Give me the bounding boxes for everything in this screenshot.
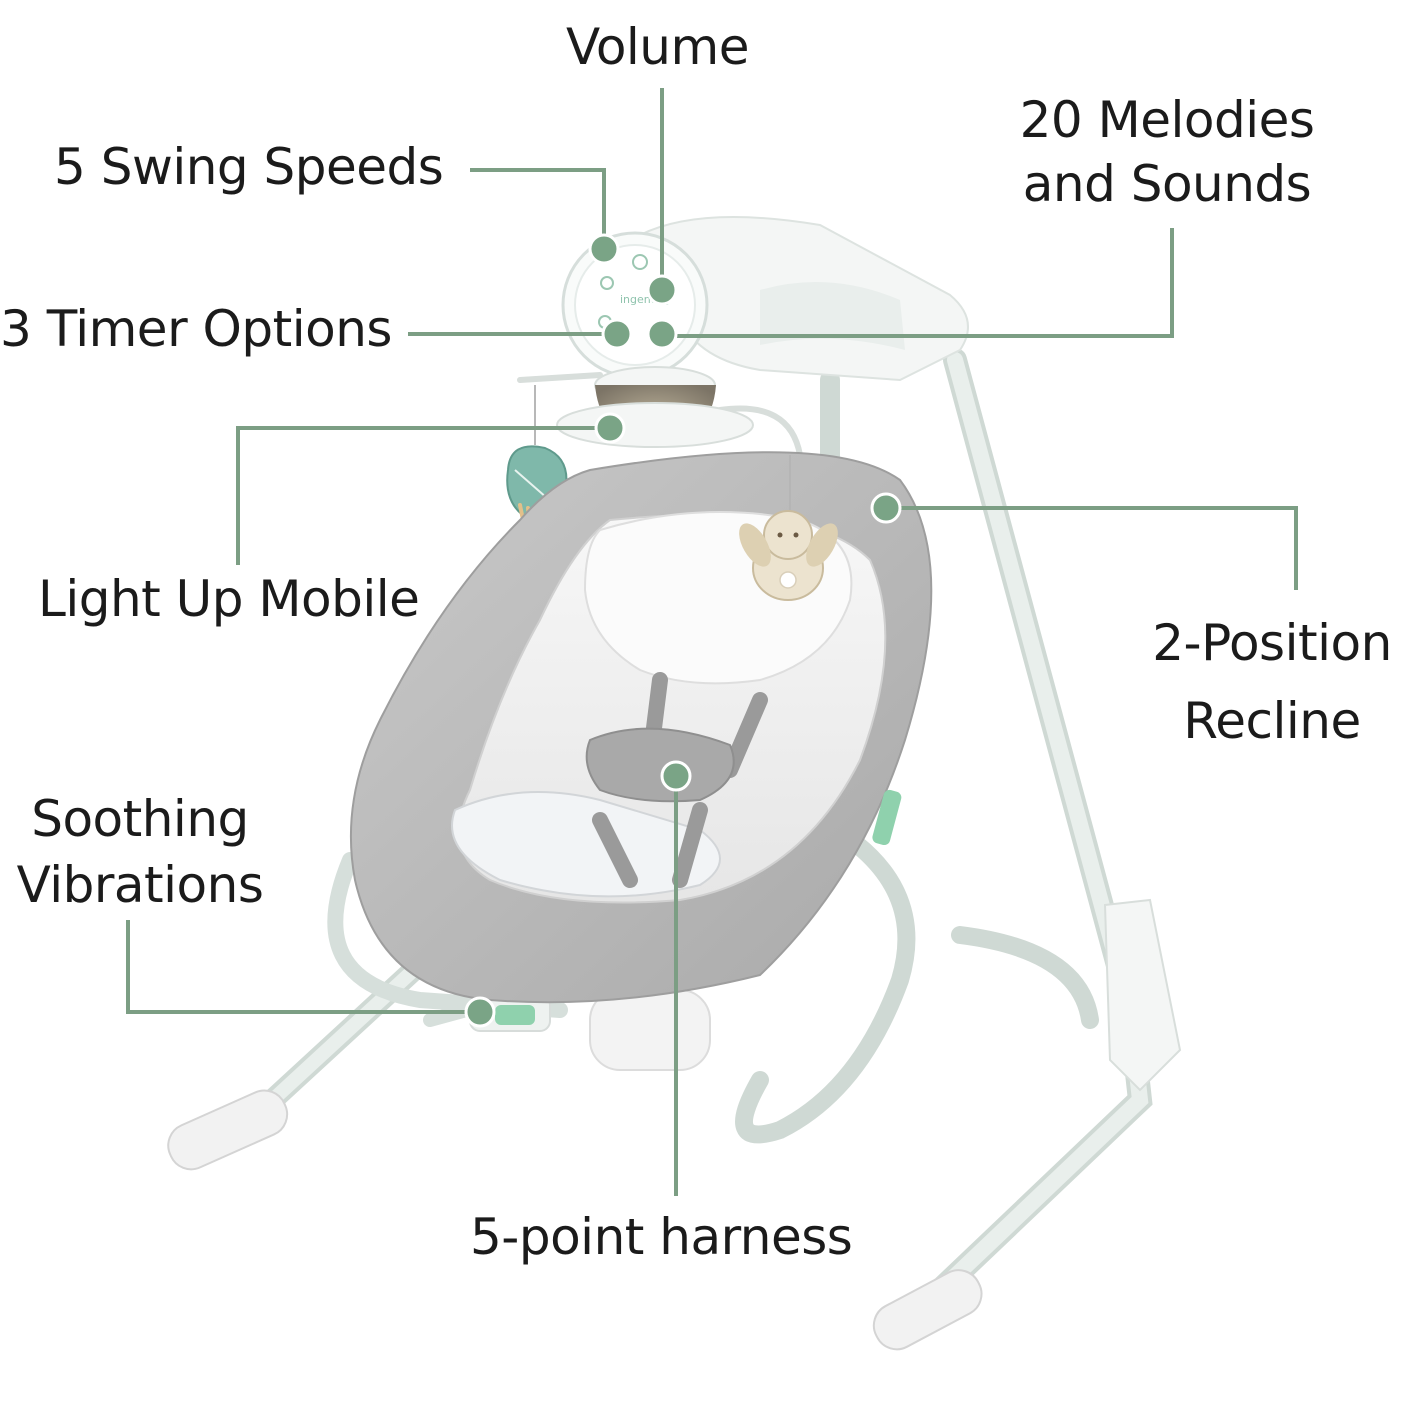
seat <box>349 451 933 1004</box>
leader-vibrations <box>126 920 480 1014</box>
callout-recline: 2-Position Recline <box>1142 604 1402 760</box>
leader-lines <box>126 88 1298 1196</box>
callout-swing-speeds: 5 Swing Speeds <box>54 138 444 196</box>
callout-harness: 5-point harness <box>470 1208 853 1266</box>
callout-volume-text: Volume <box>566 18 749 76</box>
leader-light-up-mobile <box>236 426 610 565</box>
callout-harness-text: 5-point harness <box>470 1208 853 1266</box>
leader-melodies <box>662 228 1174 338</box>
callout-vibrations-line1: Soothing <box>31 790 249 848</box>
dot-timer-options <box>601 318 633 350</box>
leader-recline <box>886 506 1298 590</box>
callout-vibrations: Soothing Vibrations <box>8 786 272 918</box>
callout-melodies-line2: and Sounds <box>1022 155 1312 213</box>
callout-recline-line2: Recline <box>1183 692 1361 750</box>
callout-melodies-line1: 20 Melodies <box>1019 91 1315 149</box>
callout-timer-options-text: 3 Timer Options <box>0 300 392 358</box>
callout-light-up-mobile: Light Up Mobile <box>38 570 420 628</box>
bunny-toy-icon <box>739 455 838 601</box>
swing-feet <box>167 898 1182 1351</box>
leader-swing-speeds <box>470 168 606 247</box>
callout-melodies: 20 Melodies and Sounds <box>1012 88 1322 216</box>
dot-harness <box>660 760 692 792</box>
callout-timer-options: 3 Timer Options <box>0 304 392 354</box>
callout-dots <box>464 233 902 1028</box>
dot-light-up-mobile <box>594 412 626 444</box>
dot-swing-speeds <box>588 233 620 265</box>
callout-vibrations-line2: Vibrations <box>16 856 264 914</box>
callout-light-up-mobile-text: Light Up Mobile <box>38 570 420 628</box>
callout-volume: Volume <box>566 22 749 72</box>
dot-recline <box>870 492 902 524</box>
dot-melodies <box>646 318 678 350</box>
dot-vibrations <box>464 996 496 1028</box>
dot-volume <box>646 274 678 306</box>
top-arm <box>638 216 969 382</box>
control-panel: ingenuity <box>561 231 709 379</box>
callout-recline-line1: 2-Position <box>1152 614 1392 672</box>
callout-swing-speeds-text: 5 Swing Speeds <box>54 138 444 196</box>
